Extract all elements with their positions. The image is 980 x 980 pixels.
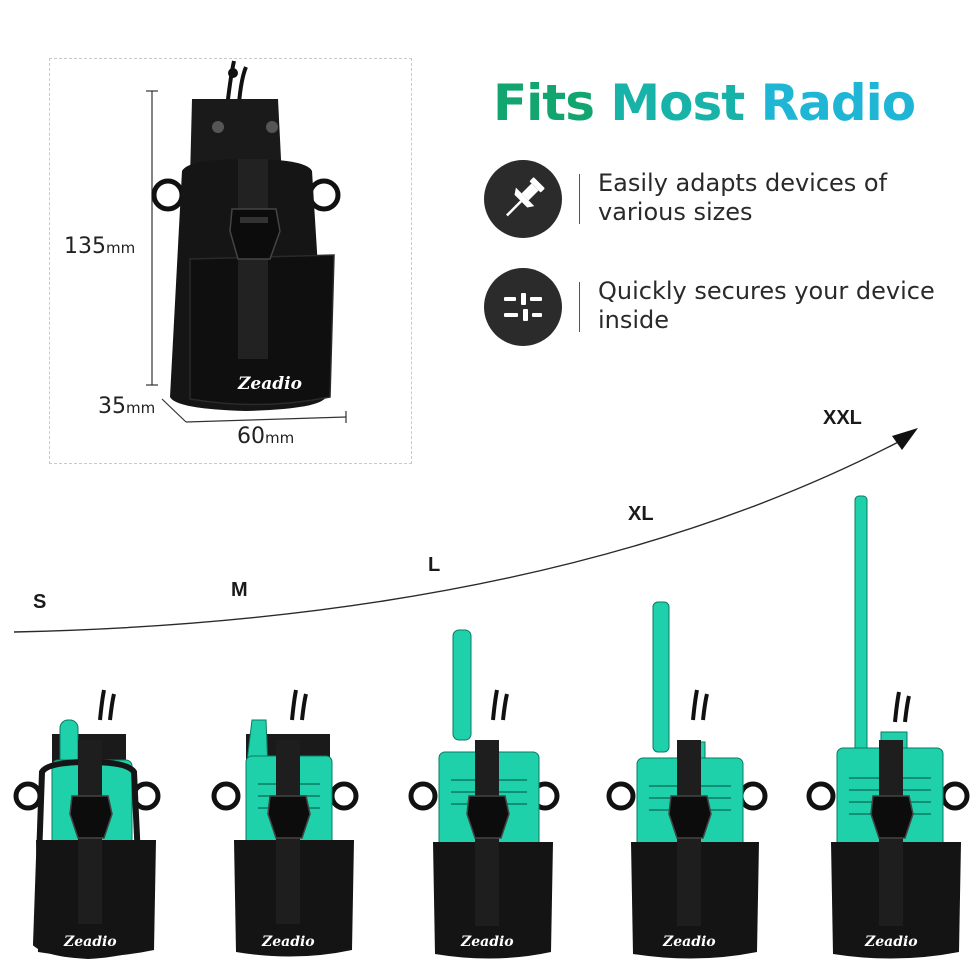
- sliders-icon: [504, 293, 542, 321]
- holster-size-l: Zeadio: [408, 629, 560, 959]
- size-label-xxl: XXL: [823, 407, 862, 429]
- height-dimension: 135mm: [64, 234, 136, 259]
- product-image-box: Zeadio: [49, 58, 412, 464]
- depth-dimension: 35mm: [98, 394, 156, 419]
- feature-icon-circle: [484, 268, 562, 346]
- size-label-l: L: [428, 554, 441, 576]
- page-title: Fits Most Radio: [493, 74, 916, 132]
- feature-item-secures: Quickly secures your device inside: [484, 268, 964, 348]
- holster-size-xl: Zeadio: [606, 601, 768, 959]
- feature-divider: [579, 282, 580, 332]
- brand-logo: Zeadio: [63, 934, 117, 950]
- brand-logo: Zeadio: [864, 934, 918, 950]
- brand-logo: Zeadio: [261, 934, 315, 950]
- brand-logo: Zeadio: [460, 934, 514, 950]
- feature-item-adapts: Easily adapts devices of various sizes: [484, 160, 964, 240]
- brand-logo: Zeadio: [662, 934, 716, 950]
- feature-text: Quickly secures your device inside: [598, 277, 935, 334]
- size-label-m: M: [231, 579, 248, 601]
- feature-icon-circle: [484, 160, 562, 238]
- holster-size-m: Zeadio: [211, 689, 359, 957]
- feature-text: Easily adapts devices of various sizes: [598, 169, 888, 226]
- push-pin-icon: [506, 177, 545, 217]
- holster-product-photo: Zeadio: [146, 60, 347, 423]
- brand-logo: Zeadio: [237, 374, 302, 394]
- holster-size-xxl: Zeadio: [806, 495, 970, 959]
- size-label-xl: XL: [628, 503, 654, 525]
- size-label-s: S: [33, 591, 47, 613]
- width-dimension: 60mm: [237, 424, 295, 449]
- holster-size-s: Zeadio: [13, 689, 161, 960]
- feature-divider: [579, 174, 580, 224]
